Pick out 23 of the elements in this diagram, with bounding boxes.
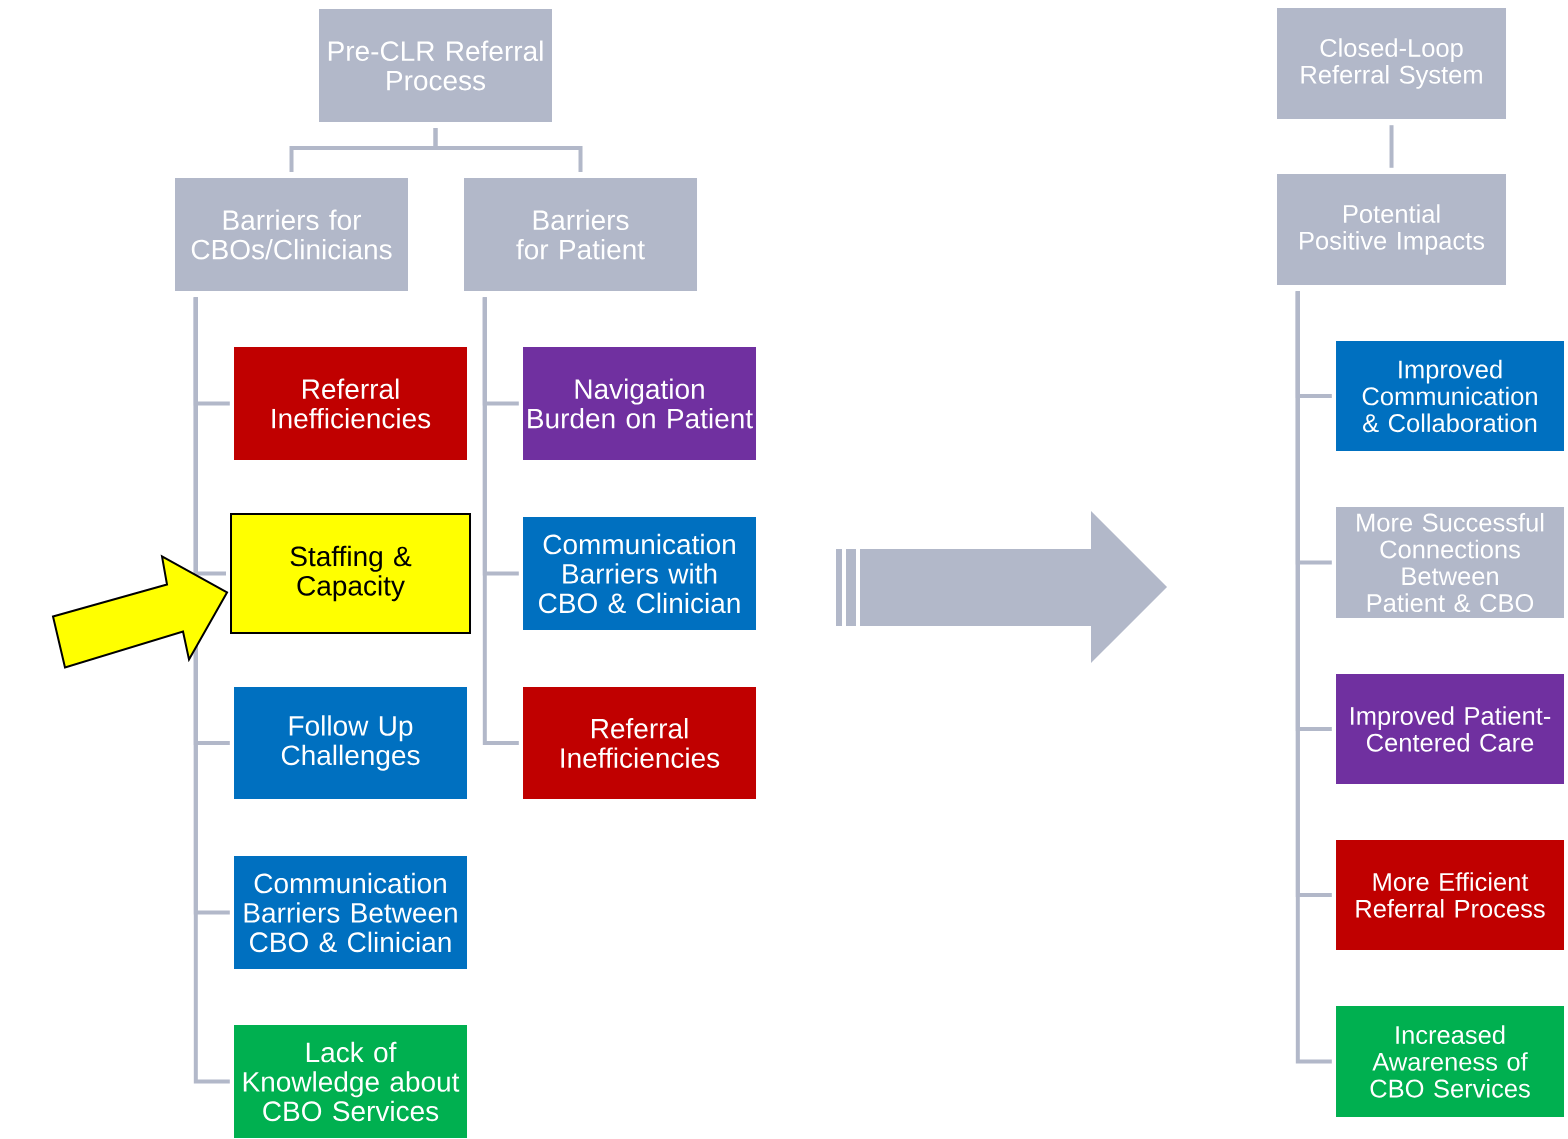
connector-line: [1295, 291, 1332, 1064]
barrier-box: Follow Up Challenges: [234, 687, 467, 799]
impact-box: More Efficient Referral Process: [1336, 840, 1564, 950]
barrier-box: Communication Barriers Between CBO & Clinician: [234, 856, 467, 969]
impact-box: Improved Patient-Centered Care: [1336, 674, 1564, 784]
connector-line: [1389, 125, 1394, 168]
connector-line: [193, 297, 230, 1084]
category-box: Potential Positive Impacts: [1277, 174, 1506, 285]
category-box: Barriers for CBOs/Clinicians: [175, 178, 408, 291]
category-box: Barriers for Patient: [464, 178, 697, 291]
barrier-box: Communication Barriers with CBO & Clinician: [523, 517, 756, 630]
impact-box: Increased Awareness of CBO Services: [1336, 1006, 1564, 1117]
barrier-box: Referral Inefficiencies: [234, 347, 467, 460]
bracket-line: [433, 128, 583, 172]
impact-box: More Successful Connections Between Patient & CBO: [1336, 507, 1564, 618]
category-box: Closed-Loop Referral System: [1277, 8, 1506, 119]
barrier-box: Lack of Knowledge about CBO Services: [234, 1025, 467, 1138]
barrier-box: Referral Inefficiencies: [523, 687, 756, 799]
connector-line: [482, 297, 519, 745]
impact-box: Improved Communication & Collaboration: [1336, 341, 1564, 451]
barrier-box: Navigation Burden on Patient: [523, 347, 756, 460]
highlighted-box: Staffing & Capacity: [230, 513, 471, 634]
category-box: Pre-CLR Referral Process: [319, 9, 552, 122]
